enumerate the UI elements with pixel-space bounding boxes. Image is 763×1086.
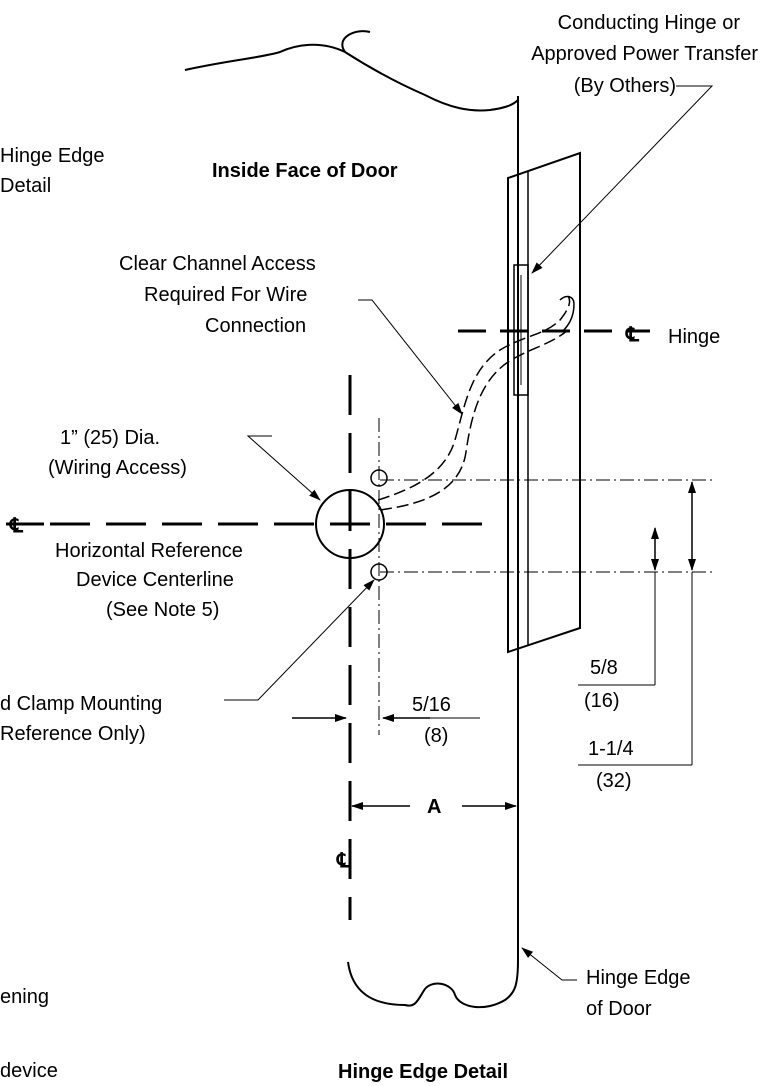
hinge-centerline-symbol: ℄ <box>625 324 640 346</box>
hinge-callout-leader <box>531 85 714 274</box>
door-top-break-line <box>184 43 519 112</box>
inside-face-label: Inside Face of Door <box>212 160 398 182</box>
wiring-access-hole <box>315 489 385 559</box>
dim-1-1-4-value: 1-1/4 <box>588 738 634 760</box>
hinge-edge-leader <box>521 947 577 981</box>
clamp-label-2: Reference Only) <box>0 723 146 745</box>
horizontal-ref-line-2: Device Centerline <box>76 569 234 591</box>
hinge-edge-label-2: of Door <box>586 998 652 1020</box>
dia-label-2: (Wiring Access) <box>48 457 187 479</box>
hinge-centerline-label: Hinge <box>668 326 720 348</box>
clamp-leader <box>224 579 375 701</box>
dim-16-value: (16) <box>584 690 620 712</box>
clear-channel-line-1: Clear Channel Access <box>119 253 316 275</box>
left-clip-label-1: Hinge Edge <box>0 145 105 167</box>
upper-clamp-hole <box>370 469 388 487</box>
dim-5-16-value: 5/16 <box>412 694 451 716</box>
vertical-centerline-symbol: ℄ <box>336 850 351 872</box>
lower-clamp-hole <box>370 563 388 581</box>
wire-path-lower <box>379 329 569 511</box>
clear-channel-line-2: Required For Wire <box>144 284 307 306</box>
hinge-leaf-outline <box>507 151 581 654</box>
hinge-callout-line-1: Conducting Hinge or <box>558 12 741 34</box>
left-clip-ening: ening <box>0 986 49 1008</box>
dim-8-value: (8) <box>424 725 448 747</box>
wire-path-upper <box>377 295 571 501</box>
drawing-caption: Hinge Edge Detail <box>338 1061 508 1083</box>
left-clip-device: device <box>0 1060 58 1082</box>
left-clip-label-2: Detail <box>0 175 51 197</box>
left-centerline-symbol: ℄ <box>9 515 24 537</box>
hinge-edge-label-1: Hinge Edge <box>586 967 691 989</box>
dia-leader <box>246 435 321 501</box>
door-bottom-break-line <box>347 959 519 1009</box>
dim-a-label: A <box>427 796 441 818</box>
horizontal-ref-line-1: Horizontal Reference <box>55 540 243 562</box>
hinge-callout-line-2: Approved Power Transfer <box>531 43 758 65</box>
hinge-callout-line-3: (By Others) <box>574 75 676 97</box>
dim-32-value: (32) <box>596 770 632 792</box>
clear-channel-leader <box>358 299 463 415</box>
dia-label-1: 1” (25) Dia. <box>60 427 160 449</box>
clear-channel-line-3: Connection <box>205 315 306 337</box>
dim-5-8-value: 5/8 <box>590 657 618 679</box>
clamp-label-1: d Clamp Mounting <box>0 693 162 715</box>
wire-hook <box>559 295 575 333</box>
horizontal-ref-line-3: (See Note 5) <box>106 599 219 621</box>
door-top-break-wave <box>341 30 371 53</box>
